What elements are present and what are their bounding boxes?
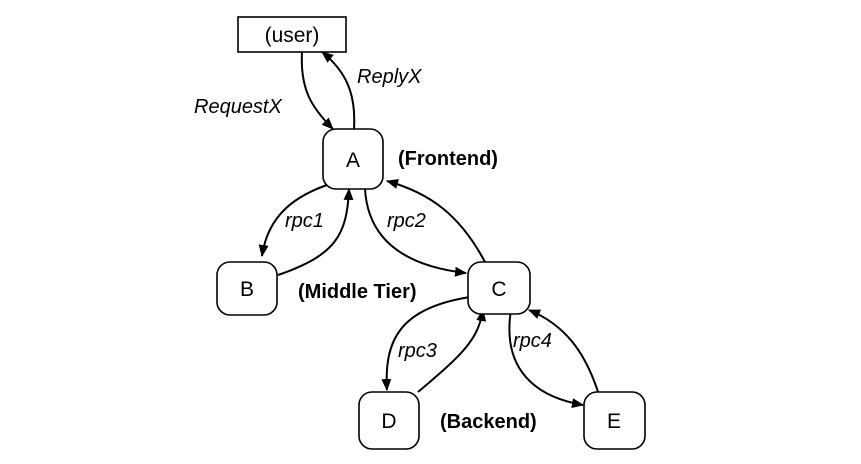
edge-label-rpc1: rpc1 <box>285 210 324 232</box>
edge-rpc3-call <box>381 296 471 391</box>
edge-request <box>300 51 334 130</box>
edge-label-rpc2: rpc2 <box>387 210 426 232</box>
node-user: (user) <box>237 16 347 53</box>
node-c-label: C <box>491 278 506 301</box>
edge-label-request: RequestX <box>194 96 282 118</box>
edge-label-rpc3: rpc3 <box>398 340 437 362</box>
edge-label-rpc4: rpc4 <box>513 330 552 352</box>
node-b: B <box>216 261 278 316</box>
edge-label-reply: ReplyX <box>357 66 422 88</box>
edge-rpc4-call <box>508 309 584 409</box>
node-d-label: D <box>381 410 396 433</box>
edge-rpc4-return <box>528 309 599 393</box>
node-c: C <box>467 261 531 315</box>
node-e-label: E <box>607 410 621 433</box>
edge-rpc1-call <box>258 182 334 257</box>
node-a: A <box>322 128 384 190</box>
edge-rpc2-call <box>364 188 467 277</box>
edge-reply <box>321 51 356 130</box>
node-e: E <box>583 391 646 450</box>
node-a-label: A <box>346 149 360 172</box>
tier-label-backend: (Backend) <box>440 411 537 433</box>
edge-rpc1-return <box>277 188 354 276</box>
node-user-label: (user) <box>265 24 320 47</box>
node-d: D <box>358 391 420 450</box>
tier-label-middle: (Middle Tier) <box>298 281 417 303</box>
edge-rpc3-return <box>417 309 487 393</box>
tier-label-frontend: (Frontend) <box>398 148 498 170</box>
node-b-label: B <box>240 278 254 301</box>
edge-rpc2-return <box>386 179 486 263</box>
